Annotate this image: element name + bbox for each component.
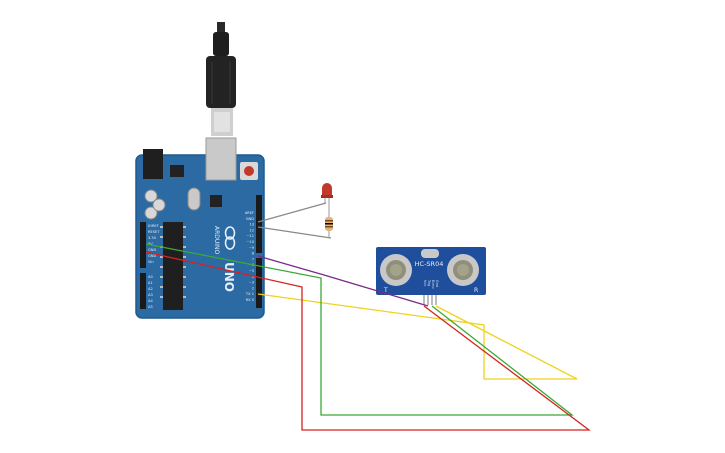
pin-label: A5 (148, 305, 153, 309)
pin-label: A2 (148, 287, 153, 291)
pin-label: GND (148, 254, 156, 258)
sensor-pin-label: Vcc (423, 280, 427, 286)
wire-led-anode[interactable] (257, 202, 327, 223)
pin-label: A0 (148, 275, 153, 279)
pin-label: 3.3V (148, 236, 157, 240)
pin-label: 4 (252, 275, 255, 279)
pin-label: ~10 (246, 240, 254, 244)
power-jack (143, 149, 163, 179)
sensor-pin-label: Trig (427, 279, 431, 286)
usb-port (205, 137, 237, 181)
crystal (187, 187, 201, 211)
sensor-pin-label: Gnd (435, 280, 439, 287)
pin-label: ~3 (249, 281, 254, 285)
pin-label: A4 (148, 299, 153, 303)
pin-label: ~9 (249, 246, 255, 250)
pin-label: 5V (148, 242, 153, 246)
pin-label: TX 1 (245, 292, 254, 296)
wire-gnd[interactable] (145, 243, 574, 416)
pin-label: ~6 (249, 263, 255, 267)
pin-label: 2 (252, 286, 254, 290)
pin-label: 12 (249, 228, 254, 232)
model-label: UNO (222, 262, 236, 292)
brand-label: ARDUINO (213, 226, 220, 255)
pin-label: A3 (148, 293, 153, 297)
pin-label: RESET (148, 230, 160, 234)
resistor[interactable] (325, 212, 333, 238)
pin-label: RX 0 (246, 298, 255, 302)
pin-label: ~11 (246, 234, 254, 238)
arduino-uno-board[interactable]: ARDUINO UNO IOREF RESET 3.3V 5V GND GND Vin A0… (135, 137, 265, 319)
pin-label: GND (246, 217, 254, 221)
power-header (140, 222, 146, 268)
pin-label: ~5 (249, 269, 254, 273)
sensor-pin-label: Echo (431, 280, 435, 289)
pin-label: A1 (148, 281, 153, 285)
pin-label: Vin (148, 260, 154, 264)
reset-button[interactable] (244, 166, 254, 176)
sensor-model-label: HC-SR04 (415, 260, 444, 268)
usb-chip (210, 195, 222, 207)
wire-trig[interactable] (257, 255, 429, 307)
arduino-infinity-logo (224, 226, 236, 250)
capacitor (152, 198, 166, 212)
atmega-chip (163, 222, 183, 310)
power-pin-labels: IOREF RESET 3.3V 5V GND GND Vin (148, 224, 160, 264)
sensor-crystal (421, 249, 439, 258)
sensor-t-mark: T (383, 287, 388, 294)
wire-led-cathode[interactable] (257, 226, 332, 239)
voltage-regulator (170, 165, 184, 177)
wires (145, 202, 591, 431)
capacitor (144, 189, 158, 203)
analog-header (140, 273, 146, 309)
wire-echo[interactable] (257, 293, 578, 380)
pin-label: 7 (252, 257, 254, 261)
pin-label: 13 (249, 223, 254, 227)
pin-label: GND (148, 248, 156, 252)
sensor-r-mark: R (474, 287, 478, 294)
pin-label: 8 (252, 252, 255, 256)
pin-label: IOREF (148, 224, 159, 228)
pin-label: AREF (245, 211, 254, 215)
red-led[interactable] (321, 183, 333, 212)
wire-5v[interactable] (145, 251, 591, 431)
usb-cable (206, 22, 236, 136)
digital-header-low (256, 258, 262, 308)
capacitor (144, 206, 158, 220)
digital-header-high (256, 195, 262, 253)
